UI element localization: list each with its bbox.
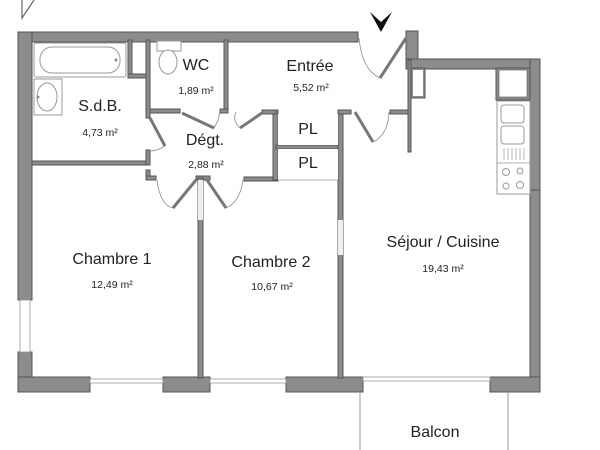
room-name-sejour: Séjour / Cuisine: [386, 234, 500, 251]
room-area-chambre-1: 12,49 m²: [91, 279, 133, 291]
windows: [19, 299, 491, 384]
entrance-arrow-icon: [370, 12, 392, 32]
washbasin-icon: [33, 78, 63, 116]
toilet-icon: [156, 40, 182, 75]
room-name-balcon: Balcon: [410, 424, 460, 441]
compass-mark-icon: [21, 0, 35, 20]
room-area-sejour: 19,43 m²: [422, 263, 464, 275]
kitchen-counter-icon: [496, 100, 531, 195]
balcony-outline: [359, 392, 509, 450]
interior-walls: [31, 39, 531, 379]
room-name-degt: Dégt.: [185, 132, 225, 149]
room-name-wc: WC: [182, 57, 210, 74]
bathtub-icon: [33, 42, 127, 78]
room-name-chambre-1: Chambre 1: [72, 251, 152, 268]
room-area-entree: 5,52 m²: [293, 82, 329, 94]
room-area-sdb: 4,73 m²: [82, 127, 118, 139]
room-name-pl-2: PL: [298, 155, 318, 172]
room-area-chambre-2: 10,67 m²: [251, 281, 293, 293]
room-area-wc: 1,89 m²: [178, 85, 214, 97]
exterior-walls: [17, 30, 541, 393]
room-name-chambre-2: Chambre 2: [231, 254, 311, 271]
doors: [148, 37, 408, 255]
room-name-pl-1: PL: [298, 121, 318, 138]
room-name-sdb: S.d.B.: [78, 98, 122, 115]
room-name-entree: Entrée: [286, 58, 334, 75]
room-area-degt: 2,88 m²: [188, 159, 224, 171]
